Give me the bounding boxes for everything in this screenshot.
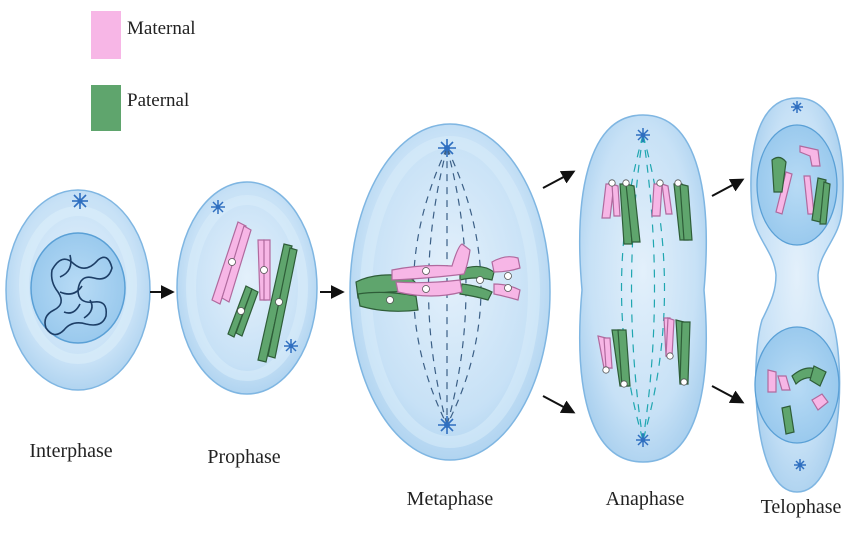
- arrow-icon: [543, 396, 573, 412]
- interphase-cell: [6, 190, 150, 390]
- legend-swatch-paternal: [91, 85, 121, 131]
- stage-label-metaphase: Metaphase: [407, 488, 494, 511]
- centrosome-icon: [284, 339, 298, 353]
- centrosome-icon: [636, 128, 650, 142]
- arrow-icon: [712, 386, 742, 402]
- stage-label-interphase: Interphase: [29, 440, 112, 463]
- metaphase-cell: [350, 124, 550, 460]
- legend-label-paternal: Paternal: [127, 90, 189, 112]
- stage-label-anaphase: Anaphase: [606, 488, 685, 511]
- legend-swatch-maternal: [91, 11, 121, 59]
- stage-label-telophase: Telophase: [761, 496, 842, 519]
- stage-label-prophase: Prophase: [207, 446, 280, 469]
- centrosome-icon: [211, 200, 225, 214]
- arrow-icon: [712, 180, 742, 196]
- telophase-cell: [751, 98, 843, 492]
- centrosome-icon: [72, 193, 88, 209]
- anaphase-cell: [580, 115, 706, 462]
- centrosome-icon: [636, 433, 650, 447]
- arrow-icon: [543, 172, 573, 188]
- legend-label-maternal: Maternal: [127, 18, 196, 40]
- prophase-cell: [177, 182, 317, 394]
